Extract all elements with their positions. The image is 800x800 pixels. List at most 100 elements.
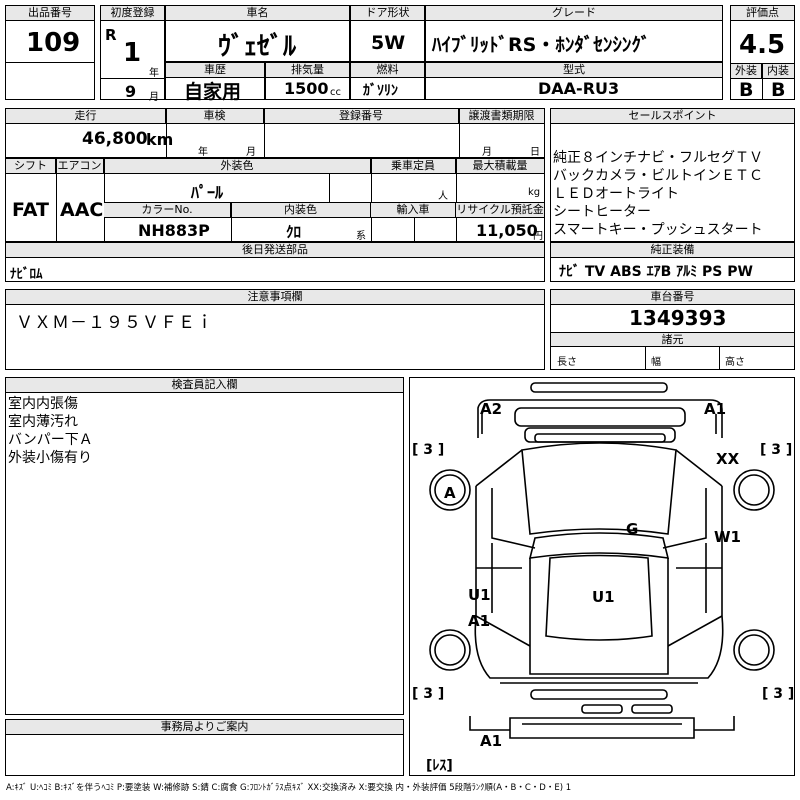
caution-label: 注意事項欄 (6, 290, 544, 305)
equipment-label: 純正装備 (551, 243, 794, 258)
mark-w1: W1 (714, 528, 741, 546)
shift-label: シフト (6, 159, 56, 174)
model-value: DAA-RU3 (538, 79, 620, 98)
interior-grade: B (771, 79, 786, 101)
chassis-cell: 車台番号 1349393 諸元 長さ 幅 高さ (550, 289, 795, 370)
inspector-note-2: 室内薄汚れ (8, 414, 78, 430)
score-label: 評価点 (731, 6, 794, 21)
color-no-label: カラーNo. (104, 203, 231, 218)
tire-front-right: [ 3 ] (760, 442, 792, 458)
inspector-cell: 検査員記入欄 室内内張傷 室内薄汚れ バンパー下Ａ 外装小傷有り (5, 377, 404, 715)
chassis-value: 1349393 (629, 306, 727, 330)
caution-value: ＶＸＭ－１９５ＶＦＥｉ (16, 313, 214, 333)
transfer-day-unit: 日 (530, 147, 540, 158)
displacement-label: 排気量 (266, 63, 349, 78)
ac-value: AAC (60, 199, 104, 221)
history-label: 車歴 (166, 63, 264, 78)
grade-value: ﾊｲﾌﾞﾘｯﾄﾞRS・ﾎﾝﾀﾞｾﾝｼﾝｸﾞ (432, 34, 651, 56)
load-label: 最大積載量 (456, 159, 544, 174)
car-name-cell: 車名 ｳﾞｪｾﾞﾙ (165, 5, 350, 62)
vehicle-spec-row: シフト エアコン 外装色 乗車定員 最大積載量 FAT AAC ﾊﾟｰﾙ 人 k… (5, 158, 545, 242)
transfer-label: 譲渡書類期限 (459, 109, 544, 124)
era-value: R (105, 26, 117, 44)
first-registration-label: 初度登録 (101, 6, 164, 21)
mark-a2: A2 (480, 400, 502, 418)
displacement-cell: 排気量 1500 cc (265, 62, 350, 100)
exterior-grade: B (739, 79, 754, 101)
tire-rear-left: [ 3 ] (412, 686, 444, 702)
later-parts-label: 後日発送部品 (6, 243, 544, 258)
door-cell: ドア形状 5W (350, 5, 425, 62)
sales-points-label: セールスポイント (551, 109, 794, 124)
door-value: 5W (371, 32, 406, 54)
lot-number-value: 109 (26, 28, 81, 58)
mileage-row: 走行 車検 登録番号 譲渡書類期限 46,800 km 年 月 月 日 (5, 108, 545, 158)
color-label: 外装色 (104, 159, 371, 174)
month-unit: 月 (149, 92, 159, 103)
width-label: 幅 (651, 357, 661, 368)
sales-point-2: バックカメラ・ビルトインＥＴＣ (553, 168, 763, 184)
door-label: ドア形状 (351, 6, 424, 21)
car-diagram-svg: A2 A1 XX A G W1 U1 A1 U1 A1 [ 3 ] [ 3 ] … (412, 382, 794, 774)
displacement-unit: cc (330, 87, 341, 98)
first-reg-month: 9 (125, 82, 137, 101)
office-cell: 事務局よりご案内 (5, 719, 404, 776)
mark-u1-center: U1 (592, 588, 615, 606)
mark-a: A (444, 484, 456, 502)
capacity-unit: 人 (438, 191, 448, 202)
later-parts-cell: 後日発送部品 ﾅﾋﾞﾛﾑ (5, 242, 545, 282)
displacement-value: 1500 (284, 79, 329, 98)
interior-label: 内装 (762, 64, 794, 79)
score-value: 4.5 (739, 30, 786, 60)
mark-xx: XX (716, 450, 740, 468)
color-no-value: NH883P (138, 221, 210, 240)
model-cell: 型式 DAA-RU3 (425, 62, 723, 100)
interior-color-value: ｸﾛ (286, 223, 302, 241)
legend-text: A:ｷｽﾞ U:ﾍｺﾐ B:ｷｽﾞを伴うﾍｺﾐ P:要塗装 W:補修跡 S:錆 … (6, 783, 572, 793)
spec-label: 諸元 (551, 332, 794, 347)
mark-g: G (626, 520, 638, 538)
lot-number-label: 出品番号 (6, 6, 94, 21)
interior-color-unit: 系 (356, 231, 366, 242)
later-parts-value: ﾅﾋﾞﾛﾑ (10, 267, 43, 282)
mark-u1-left: U1 (468, 586, 491, 604)
interior-color-label: 内装色 (231, 203, 371, 218)
history-cell: 車歴 自家用 (165, 62, 265, 103)
history-value: 自家用 (184, 81, 242, 103)
inspector-note-3: バンパー下Ａ (8, 432, 93, 448)
lot-number-cell: 出品番号 109 (5, 5, 95, 100)
recycle-unit: 円 (533, 231, 543, 242)
score-cell: 評価点 4.5 外装 内装 B B (730, 5, 795, 101)
reg-no-label: 登録番号 (264, 109, 459, 124)
mark-a1-rear: A1 (480, 732, 502, 750)
inspection-month-unit: 月 (246, 147, 256, 158)
sales-point-4: シートヒーター (553, 204, 651, 220)
inspector-label: 検査員記入欄 (6, 378, 403, 393)
sales-points-cell: セールスポイント 純正８インチナビ・フルセグＴＶ バックカメラ・ビルトインＥＴＣ… (550, 108, 795, 242)
sales-point-5: スマートキー・プッシュスタート (553, 222, 763, 238)
transfer-month-unit: 月 (482, 147, 492, 158)
fuel-label: 燃料 (351, 63, 424, 78)
inspector-note-4: 外装小傷有り (8, 450, 92, 466)
mark-a1-left: A1 (468, 612, 490, 630)
model-label: 型式 (426, 63, 722, 78)
import-label: 輸入車 (371, 203, 456, 218)
height-label: 高さ (725, 357, 745, 368)
caution-cell: 注意事項欄 ＶＸＭ－１９５ＶＦＥｉ (5, 289, 545, 370)
inspection-label: 車検 (166, 109, 264, 124)
sales-point-3: ＬＥＤオートライト (553, 186, 679, 202)
length-label: 長さ (557, 357, 577, 368)
ac-label: エアコン (56, 159, 104, 174)
car-name-value: ｳﾞｪｾﾞﾙ (218, 32, 297, 62)
shift-value: FAT (12, 199, 49, 221)
year-unit: 年 (149, 68, 159, 79)
tire-rear-right: [ 3 ] (762, 686, 794, 702)
car-diagram: A2 A1 XX A G W1 U1 A1 U1 A1 [ 3 ] [ 3 ] … (409, 377, 795, 776)
spare-tire: [ﾚｽ] (426, 758, 453, 774)
mark-a1-front: A1 (704, 400, 726, 418)
load-unit: kg (528, 187, 541, 198)
equipment-cell: 純正装備 ﾅﾋﾞ TV ABS ｴｱB ｱﾙﾐ PS PW (550, 242, 795, 282)
equipment-value: ﾅﾋﾞ TV ABS ｴｱB ｱﾙﾐ PS PW (559, 264, 753, 280)
grade-label: グレード (426, 6, 722, 21)
office-label: 事務局よりご案内 (6, 720, 403, 735)
